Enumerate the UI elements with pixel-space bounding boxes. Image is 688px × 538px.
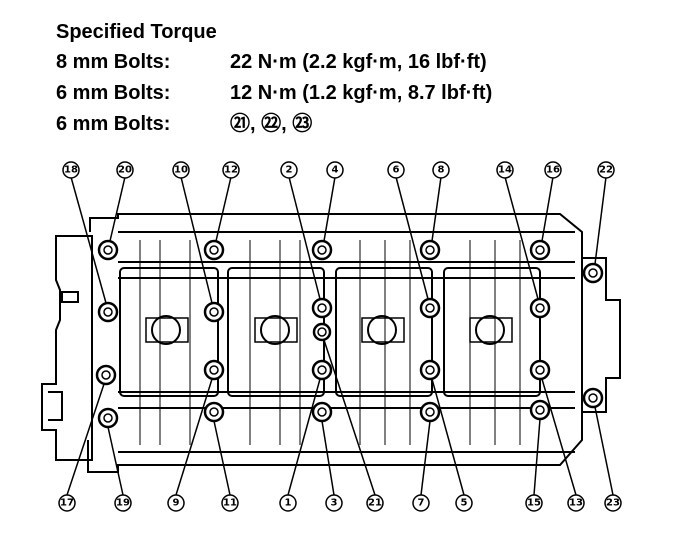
head-outline (87, 213, 583, 473)
rib-upper (118, 261, 575, 279)
cap-3 (335, 267, 433, 397)
callout-2: 2 (286, 165, 293, 176)
callout-7-ring (412, 494, 430, 512)
bolt-20 (97, 239, 119, 261)
callout-19: 19 (116, 498, 130, 509)
callout-4-ring (326, 161, 344, 179)
callout-18: 18 (64, 165, 78, 176)
leader-lines (66, 176, 614, 496)
bolt-12 (203, 239, 225, 261)
callout-6: 6 (393, 165, 400, 176)
boss-4 (475, 315, 505, 345)
bolt-18 (97, 301, 119, 323)
callout-10-ring (172, 161, 190, 179)
bolt-16 (529, 239, 551, 261)
bolt-19 (97, 407, 119, 429)
bolt-1 (311, 359, 333, 381)
spec-row-1-value: 22 N·m (2.2 kgf·m, 16 lbf·ft) (230, 51, 487, 73)
cap-4 (443, 267, 541, 397)
callout-14: 14 (498, 165, 512, 176)
callout-20-ring (116, 161, 134, 179)
callout-5-ring (455, 494, 473, 512)
callout-17-ring (58, 494, 76, 512)
bolt-17 (95, 364, 117, 386)
callout-13: 13 (569, 498, 583, 509)
callout-15: 15 (527, 498, 541, 509)
callout-20: 20 (118, 165, 132, 176)
bolt-5 (419, 359, 441, 381)
callout-16: 16 (546, 165, 560, 176)
rib-lower (118, 391, 575, 409)
callout-8-ring (432, 161, 450, 179)
cap-1 (119, 267, 219, 397)
callout-21: 21 (368, 498, 382, 509)
callout-11: 11 (223, 498, 237, 509)
left-end-detail (48, 291, 79, 421)
callout-22: 22 (599, 165, 613, 176)
cap-2 (227, 267, 325, 397)
callout-1-ring (279, 494, 297, 512)
boss-plates (145, 317, 513, 343)
spec-row-2-label: 6 mm Bolts: (56, 82, 171, 104)
spec-title-text: Specified Torque (56, 21, 217, 43)
left-end-plate (41, 235, 93, 461)
callout-19-ring (114, 494, 132, 512)
bolt-15 (529, 399, 551, 421)
callout-23: 23 (606, 498, 620, 509)
callout-12: 12 (224, 165, 238, 176)
spec-row-3-value: ㉑, ㉒, ㉓ (230, 113, 313, 135)
callout-9: 9 (173, 498, 180, 509)
callout-23-ring (604, 494, 622, 512)
callout-9-ring (167, 494, 185, 512)
bolt-21 (312, 322, 332, 342)
spec-row-1-label: 8 mm Bolts: (56, 51, 171, 73)
bolt-10 (203, 301, 225, 323)
bolt-11 (203, 401, 225, 423)
callout-6-ring (387, 161, 405, 179)
callout-3-ring (325, 494, 343, 512)
bolt-22 (582, 262, 604, 284)
callout-10: 10 (174, 165, 188, 176)
bolt-6 (419, 297, 441, 319)
boss-2 (260, 315, 290, 345)
callout-5: 5 (461, 498, 468, 509)
bolt-3 (311, 401, 333, 423)
bolt-7 (419, 401, 441, 423)
callout-3: 3 (331, 498, 338, 509)
callout-21-ring (366, 494, 384, 512)
callout-12-ring (222, 161, 240, 179)
callout-4: 4 (332, 165, 339, 176)
bolt-8 (419, 239, 441, 261)
bolt-9 (203, 359, 225, 381)
callout-15-ring (525, 494, 543, 512)
callout-7: 7 (418, 498, 425, 509)
callout-17: 17 (60, 498, 74, 509)
callout-22-ring (597, 161, 615, 179)
callout-16-ring (544, 161, 562, 179)
spec-row-2-value: 12 N·m (1.2 kgf·m, 8.7 lbf·ft) (230, 82, 493, 104)
callout-2-ring (280, 161, 298, 179)
callout-18-ring (62, 161, 80, 179)
spec-title: Specified Torque (56, 20, 217, 44)
bolt-23 (582, 387, 604, 409)
callout-8: 8 (438, 165, 445, 176)
callout-1: 1 (285, 498, 292, 509)
callout-11-ring (221, 494, 239, 512)
spec-row-3-label: 6 mm Bolts: (56, 113, 171, 135)
boss-1 (151, 315, 181, 345)
bolt-4 (311, 239, 333, 261)
callout-13-ring (567, 494, 585, 512)
bolt-14 (529, 297, 551, 319)
bolt-13 (529, 359, 551, 381)
bolt-2 (311, 297, 333, 319)
boss-3 (367, 315, 397, 345)
right-end (582, 257, 621, 413)
callout-14-ring (496, 161, 514, 179)
